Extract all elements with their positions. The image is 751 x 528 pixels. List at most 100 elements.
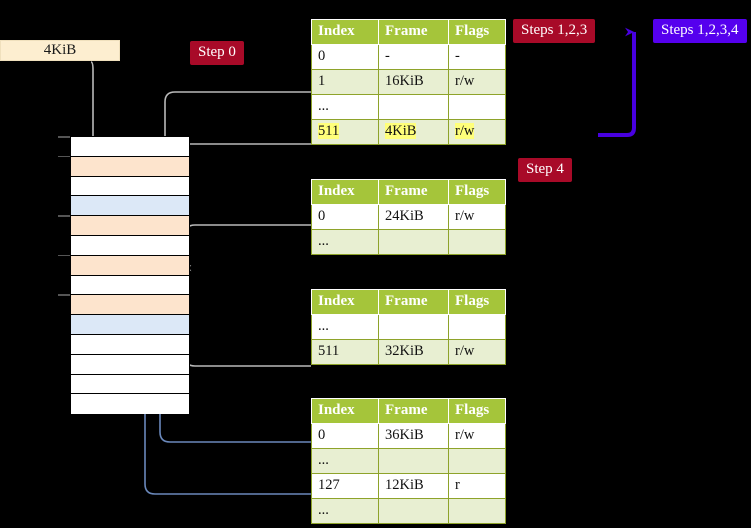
memory-frame-row <box>71 216 189 236</box>
memory-tick <box>58 136 70 138</box>
memory-frame-row <box>71 176 189 197</box>
table-row: ... <box>311 498 506 524</box>
table-cell: r/w <box>448 119 506 145</box>
memory-frame-row <box>71 315 189 335</box>
table-cell: ... <box>311 448 379 474</box>
connector-pd-row511-to-memory <box>178 316 311 367</box>
table-cell: r <box>448 473 506 499</box>
memory-size-label: 4KiB <box>0 40 120 61</box>
table-cell: 16KiB <box>378 69 449 95</box>
table-cell: r/w <box>448 204 506 230</box>
table-cell: 0 <box>311 204 379 230</box>
memory-frame-row <box>71 335 189 355</box>
memory-frame-row <box>71 374 189 395</box>
table-cell: r/w <box>448 69 506 95</box>
physical-memory-column <box>70 136 190 415</box>
connector-pml4-row511-to-memory <box>179 143 311 168</box>
table-cell <box>448 94 506 120</box>
table-header-index: Index <box>311 179 379 205</box>
table-row: 0-- <box>311 44 506 70</box>
badge-steps-1234: Steps 1,2,3,4 <box>653 19 747 43</box>
memory-frame-row <box>71 156 189 177</box>
badge-steps-123-text: Steps 1,2,3 <box>521 22 588 38</box>
memory-tick <box>58 254 70 257</box>
table-header-index: Index <box>311 289 379 315</box>
table-cell: r/w <box>448 423 506 449</box>
table-cell <box>378 314 449 340</box>
table-cell: - <box>378 44 449 70</box>
table-header-frame: Frame <box>378 179 449 205</box>
table-cell: 127 <box>311 473 379 499</box>
table-cell: 511 <box>311 119 379 145</box>
memory-tick <box>58 155 70 158</box>
table-cell: 4KiB <box>378 119 449 145</box>
table-cell: 32KiB <box>378 339 449 365</box>
table-cell <box>378 94 449 120</box>
table-cell: 12KiB <box>378 473 449 499</box>
table-cell <box>378 229 449 255</box>
badge-step-0: Step 0 <box>190 41 244 65</box>
table-cell: 0 <box>311 44 379 70</box>
table-cell: - <box>448 44 506 70</box>
table-header-frame: Frame <box>378 398 449 424</box>
table-row: 511 4KiB r/w <box>311 119 506 145</box>
table-header-flags: Flags <box>448 19 506 45</box>
table-cell <box>448 229 506 255</box>
table-header-flags: Flags <box>448 179 506 205</box>
badge-steps-123: Steps 1,2,3 <box>513 19 596 43</box>
badge-step-0-text: Step 0 <box>198 44 236 60</box>
table-row: ... <box>311 448 506 474</box>
memory-frame-row <box>71 137 189 157</box>
table-cell <box>378 448 449 474</box>
memory-tick <box>58 294 70 296</box>
table-cell <box>448 314 506 340</box>
badge-steps-1234-text: Steps 1,2,3,4 <box>661 22 739 38</box>
badge-step-4: Step 4 <box>518 158 572 182</box>
table-cell: ... <box>311 94 379 120</box>
connector-pdpt-row0-to-memory <box>184 224 311 272</box>
badge-step-4-text: Step 4 <box>526 161 564 177</box>
connector-steps-return-arrow <box>598 27 636 137</box>
memory-frame-row <box>71 354 189 375</box>
memory-frame-row <box>71 255 189 276</box>
table-cell: 24KiB <box>378 204 449 230</box>
table-cell: 511 <box>311 339 379 365</box>
table-header-frame: Frame <box>378 289 449 315</box>
memory-frame-row <box>71 394 189 415</box>
table-header-flags: Flags <box>448 398 506 424</box>
memory-frame-row <box>71 236 189 256</box>
highlighted-value: r/w <box>455 123 475 139</box>
table-row: ... <box>311 94 506 120</box>
table-header-index: Index <box>311 19 379 45</box>
memory-frame-row <box>71 196 189 217</box>
table-cell <box>448 448 506 474</box>
table-header-index: Index <box>311 398 379 424</box>
table-cell: 0 <box>311 423 379 449</box>
memory-size-text: 4KiB <box>43 42 77 58</box>
memory-frame-row <box>71 275 189 296</box>
memory-tick <box>58 215 70 217</box>
table-cell: r/w <box>448 339 506 365</box>
table-row: ... <box>311 314 506 340</box>
table-cell <box>448 498 506 524</box>
table-cell <box>378 498 449 524</box>
table-cell: ... <box>311 314 379 340</box>
table-header-flags: Flags <box>448 289 506 315</box>
table-header-frame: Frame <box>378 19 449 45</box>
table-cell: 1 <box>311 69 379 95</box>
highlighted-value: 4KiB <box>385 123 417 139</box>
table-cell: ... <box>311 229 379 255</box>
highlighted-value: 511 <box>318 123 340 139</box>
table-row: ... <box>311 229 506 255</box>
table-cell: ... <box>311 498 379 524</box>
